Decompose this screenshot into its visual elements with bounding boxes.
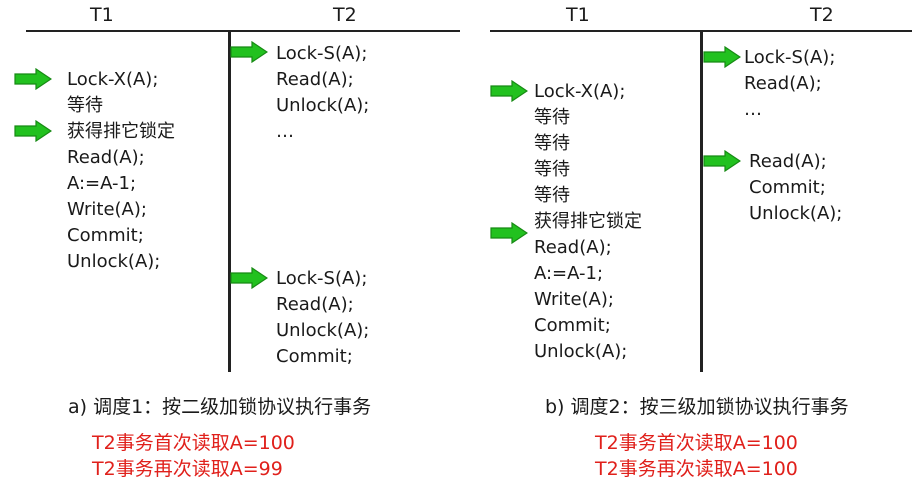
s2-t2-op: Unlock(A); [749, 203, 843, 224]
s1-t2-block2: Lock-S(A); Read(A); Unlock(A); Commit; [276, 266, 369, 370]
s2-t2-block2: Read(A); Commit; Unlock(A); [749, 149, 842, 227]
s1-t2-header: T2 [333, 4, 357, 26]
s1-t2-op: … [276, 121, 294, 142]
s2-t1-op: Read(A); [534, 237, 612, 258]
s2-t2-block1: Lock-S(A); Read(A); … [744, 45, 835, 123]
s2-t2-op: … [744, 99, 762, 120]
s1-header-divider [26, 30, 460, 32]
s2-column-divider [700, 30, 703, 372]
s2-result-first-read: T2事务首次读取A=100 [595, 432, 798, 454]
green-right-arrow-icon [703, 150, 741, 172]
s1-t2-op: Read(A); [276, 69, 354, 90]
s1-t1-op: 等待 [67, 95, 103, 116]
s1-t1-op: Write(A); [67, 199, 147, 220]
s2-t1-header: T1 [566, 4, 590, 26]
s1-t2-op: Unlock(A); [276, 95, 370, 116]
s2-t1-op: Unlock(A); [534, 341, 628, 362]
green-right-arrow-icon [230, 267, 268, 289]
green-right-arrow-icon [490, 222, 528, 244]
s2-caption: b) 调度2：按三级加锁协议执行事务 [545, 396, 849, 418]
s2-t1-op: 等待 [534, 133, 570, 154]
s1-t2-op: Commit; [276, 346, 353, 367]
s2-t1-op: Commit; [534, 315, 611, 336]
s2-t2-header: T2 [810, 4, 834, 26]
s1-t1-op: Lock-X(A); [67, 69, 159, 90]
s1-t2-op: Lock-S(A); [276, 268, 368, 289]
s1-result-first-read: T2事务首次读取A=100 [92, 432, 295, 454]
s2-t1-ops: Lock-X(A); 等待 等待 等待 等待 获得排它锁定 Read(A); A… [534, 79, 642, 365]
green-right-arrow-icon [703, 46, 741, 68]
green-right-arrow-icon [14, 68, 52, 90]
s2-t1-op: 获得排它锁定 [534, 211, 642, 232]
s1-t2-block1: Lock-S(A); Read(A); Unlock(A); … [276, 41, 369, 145]
s2-t2-op: Lock-S(A); [744, 47, 836, 68]
s1-t1-op: Unlock(A); [67, 251, 161, 272]
s1-t1-op: 获得排它锁定 [67, 121, 175, 142]
s2-t2-op: Commit; [749, 177, 826, 198]
s1-t2-op: Read(A); [276, 294, 354, 315]
s2-t1-op: A:=A-1; [534, 263, 604, 284]
s2-t1-op: Write(A); [534, 289, 614, 310]
s1-column-divider [228, 30, 231, 372]
s1-t1-header: T1 [90, 4, 114, 26]
s2-t2-op: Read(A); [744, 73, 822, 94]
green-right-arrow-icon [230, 41, 268, 63]
s1-result-second-read: T2事务再次读取A=99 [92, 458, 283, 480]
green-right-arrow-icon [490, 80, 528, 102]
s2-t1-op: 等待 [534, 185, 570, 206]
s2-t1-op: Lock-X(A); [534, 81, 626, 102]
s2-result-second-read: T2事务再次读取A=100 [595, 458, 798, 480]
s1-caption: a) 调度1：按二级加锁协议执行事务 [68, 396, 372, 418]
s1-t2-op: Lock-S(A); [276, 43, 368, 64]
s2-t1-op: 等待 [534, 107, 570, 128]
s1-t1-ops: Lock-X(A); 等待 获得排它锁定 Read(A); A:=A-1; Wr… [67, 67, 175, 275]
s1-t1-op: A:=A-1; [67, 173, 137, 194]
s1-t1-op: Read(A); [67, 147, 145, 168]
green-right-arrow-icon [14, 120, 52, 142]
s2-t2-op: Read(A); [749, 151, 827, 172]
s1-t1-op: Commit; [67, 225, 144, 246]
s1-t2-op: Unlock(A); [276, 320, 370, 341]
s2-t1-op: 等待 [534, 159, 570, 180]
